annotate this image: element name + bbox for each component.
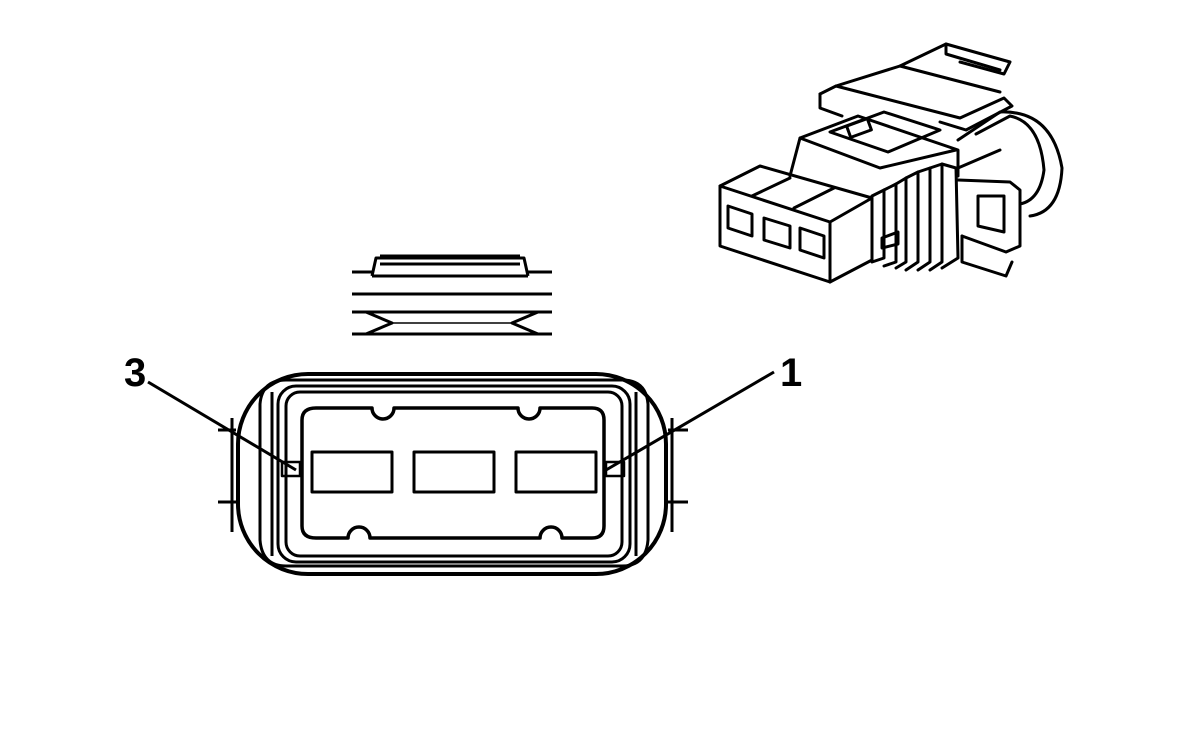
terminal-cavity-3 — [310, 450, 394, 494]
connector-front-face — [218, 372, 688, 576]
connector-isometric-view — [718, 42, 1064, 284]
terminal-cavity-1 — [514, 450, 598, 494]
pin-label-1: 1 — [780, 351, 802, 395]
pin-leader-lines — [147, 370, 775, 472]
leader-line-pin-3 — [147, 380, 297, 472]
leader-line-pin-1 — [605, 370, 775, 472]
connector-side-profile — [352, 254, 552, 336]
pin-label-3: 3 — [124, 351, 146, 395]
terminal-cavity-2 — [412, 450, 496, 494]
